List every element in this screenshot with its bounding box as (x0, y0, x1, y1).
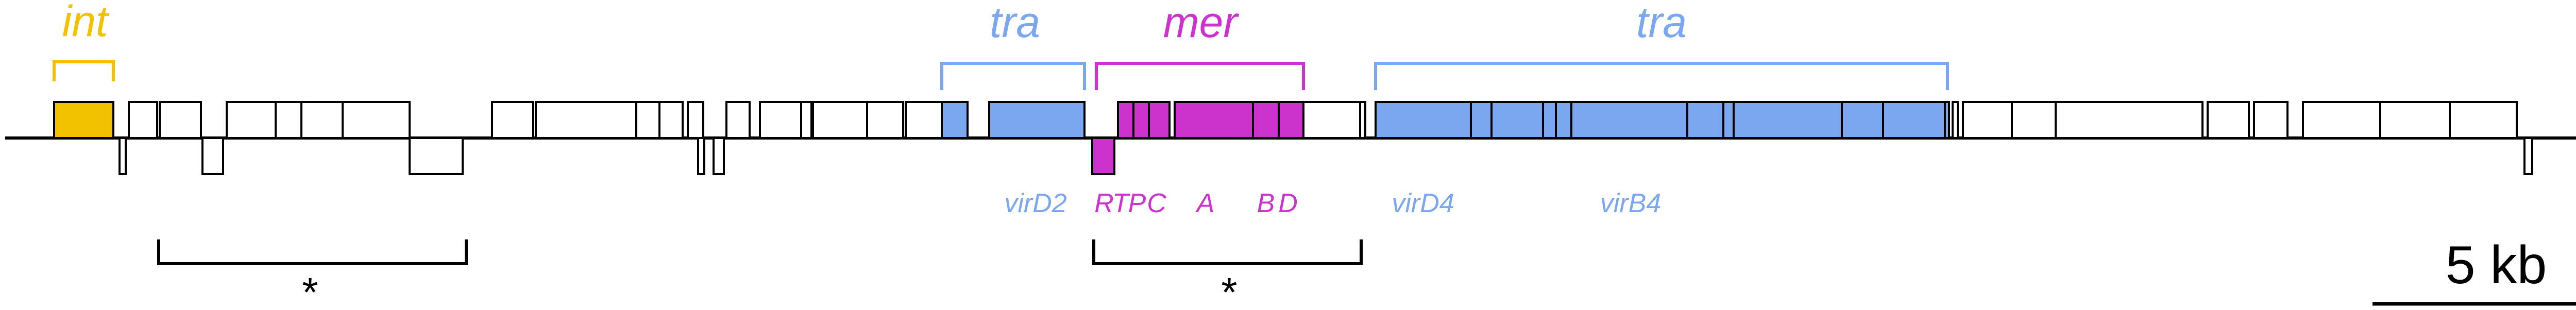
mer-gene (1117, 101, 1134, 139)
gene (128, 101, 158, 139)
gene (658, 101, 684, 139)
tra-right-bracket (1374, 62, 1949, 90)
mer-C-label: C (1147, 188, 1166, 218)
tra-left-region-label: tra (990, 0, 1040, 46)
tra-gene (1733, 101, 1843, 139)
tra-gene (1490, 101, 1544, 139)
mer-T-label: T (1112, 188, 1130, 218)
gene (2449, 101, 2518, 139)
forward-genes (53, 101, 2518, 139)
mer-bracket (1095, 62, 1305, 90)
mer-gene (1132, 101, 1150, 139)
virD4-label: virD4 (1392, 188, 1454, 218)
gene (2207, 101, 2250, 139)
gene (2302, 101, 2381, 139)
right-bracket (1092, 239, 1363, 265)
mer-reverse-gene (1091, 137, 1115, 175)
gene (697, 137, 705, 175)
gene (342, 101, 411, 139)
tra-gene (1686, 101, 1724, 139)
int-bracket (53, 60, 115, 81)
reverse-genes (118, 137, 2533, 175)
tra-gene (1570, 101, 1688, 139)
mer-D-label: D (1278, 188, 1298, 218)
gene (759, 101, 802, 139)
mer-gene (1174, 101, 1254, 139)
tra-left-bracket (940, 62, 1086, 90)
right-asterisk: * (1221, 269, 1237, 310)
left-bracket (157, 239, 468, 265)
tra-gene (1375, 101, 1472, 139)
gene (866, 101, 904, 139)
left-asterisk: * (302, 269, 318, 310)
tra-gene (1944, 101, 1950, 139)
tra-gene (1722, 101, 1735, 139)
gene (159, 101, 202, 139)
gene (905, 101, 943, 139)
gene (491, 101, 534, 139)
gene (2055, 101, 2204, 139)
gene (1962, 101, 2013, 139)
gene (118, 137, 127, 175)
gene (713, 137, 725, 175)
gene (687, 101, 704, 139)
mer-gene (1148, 101, 1171, 139)
mer-region-label: mer (1163, 0, 1240, 46)
gene (812, 101, 868, 139)
gene (201, 137, 224, 175)
mer-gene (1252, 101, 1280, 139)
mer-P-label: P (1128, 188, 1146, 218)
tra-gene (1882, 101, 1946, 139)
gene (1302, 101, 1361, 139)
gene (2379, 101, 2451, 139)
gene (300, 101, 344, 139)
gene (409, 137, 464, 175)
gene (2523, 137, 2533, 175)
gene (1359, 101, 1366, 139)
gene (635, 101, 660, 139)
mer-B-label: B (1257, 188, 1275, 218)
tra-gene (1470, 101, 1493, 139)
gene (725, 101, 751, 139)
mer-R-label: R (1094, 188, 1114, 218)
virB4-label: virB4 (1600, 188, 1661, 218)
gene (275, 101, 302, 139)
tra-gene (1555, 101, 1572, 139)
mer-gene (1278, 101, 1304, 139)
tra-gene (941, 101, 969, 139)
tra-gene (1841, 101, 1884, 139)
int-gene (53, 101, 114, 139)
gene (1952, 101, 1959, 139)
gene (2011, 101, 2057, 139)
tra-gene (988, 101, 1086, 139)
gene (226, 101, 277, 139)
int-region-label: int (62, 0, 110, 45)
tra-right-region-label: tra (1636, 0, 1687, 46)
mer-A-label: A (1195, 188, 1215, 218)
gene (800, 101, 812, 139)
scale-bar-label: 5 kb (2446, 235, 2547, 295)
tra-gene (1542, 101, 1557, 139)
gene (535, 101, 637, 139)
virD2-label: virD2 (1004, 188, 1066, 218)
gene (2253, 101, 2289, 139)
